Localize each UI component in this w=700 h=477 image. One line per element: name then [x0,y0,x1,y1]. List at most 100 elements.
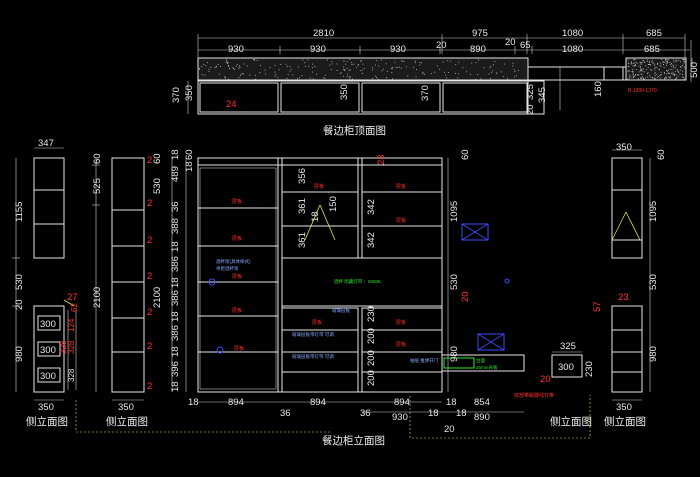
elev-v356: 356 [297,168,308,184]
side1-c300c: 300 [40,371,56,382]
elev-v23: 23 [376,154,387,165]
side2-n2d: 2 [147,271,152,282]
elev-h18a: 18 [170,149,181,160]
tag-10: 层板 [396,319,406,326]
elev-v230: 230 [366,306,377,322]
bot-930: 930 [392,412,408,423]
right-side-elevations: 325 300 230 20 350 60 1095 530 57 23 980… [540,142,667,428]
r-300: 300 [558,362,574,373]
side1-124: 124 [67,318,76,332]
elev-v342b: 342 [366,232,377,248]
bot-894a: 894 [228,397,244,408]
elev-v1095: 1095 [449,201,460,222]
side2-n2g: 2 [147,381,152,392]
green-note-3: 25mm背板 [476,364,498,371]
caption-side-4: 侧立面图 [604,415,646,428]
bot-36a: 36 [280,408,291,419]
side1-c300a: 300 [40,319,56,330]
elev-h60b: 60 [184,149,195,160]
tall-side-elevation: 60 525 2100 350 2 2 2 2 2 2 2 侧立面图 [92,153,152,428]
elev-v980: 980 [449,346,460,362]
tag-2: 层板 [232,235,242,242]
side1-328c: 328 [59,340,68,354]
elev-v60: 60 [460,149,471,160]
main-elevation: 60 530 2100 18 489 36 388 18 386 18 386 … [75,149,591,447]
tag-6: 层板 [314,183,324,190]
bot-894c: 894 [394,397,410,408]
top-view-plan: 2810 975 1080 685 930 930 930 20 890 20 … [171,28,700,137]
elev-h60: 60 [152,153,163,164]
elev-h386b: 386 [170,290,181,306]
elev-v20: 20 [460,291,471,302]
r-980: 980 [648,346,659,362]
elev-v530: 530 [449,274,460,290]
dim-20: 20 [525,104,536,115]
bot-20: 20 [444,424,455,435]
caption-elevation: 餐边柜立面图 [322,434,385,447]
elev-h18e: 18 [170,346,181,357]
dim-930-a: 930 [228,44,244,55]
elev-h386a: 386 [170,256,181,272]
elev-h18c: 18 [170,277,181,288]
r-1095: 1095 [648,201,659,222]
dim-685-b: 685 [644,44,660,55]
side2-n2e: 2 [147,307,152,318]
dim-1080: 1080 [562,28,583,39]
dim-24: 24 [226,99,237,110]
dim-350-b: 350 [339,84,350,100]
countertop-texture [199,59,686,80]
side2-h2100: 2100 [92,287,103,308]
side1-w347: 347 [38,138,54,149]
bot-18d: 18 [456,408,467,419]
tag-4: 层板 [232,307,242,314]
tag-11: 层板 [396,341,406,348]
dim-345: 345 [537,87,548,103]
side1-h20: 20 [14,299,25,310]
side1-h530: 530 [14,274,25,290]
elev-h18b: 18 [170,241,181,252]
elev-v200b: 200 [366,350,377,366]
dim-500: 500 [689,62,700,78]
r-w350b: 350 [616,402,632,413]
green-note-2: 台面 [476,357,485,364]
blue-note-2: 吊柜酒杯架 [216,265,239,272]
side2-w350: 350 [118,402,134,413]
shelf-note-1: 玻璃层板 [332,307,350,314]
dim-685: 685 [646,28,662,39]
side2-n2b: 2 [147,198,152,209]
side1-w350: 350 [38,402,54,413]
dim-20-a: 20 [436,40,447,51]
side1-27: 27 [67,292,78,303]
tag-5: 层板 [234,345,244,352]
dim-2810: 2810 [313,28,334,39]
elev-h36: 36 [170,201,181,212]
r-230: 230 [584,361,595,377]
side2-h60: 60 [92,153,103,164]
shelf-note-2: 玻璃层板带灯带 可调 [292,331,334,338]
bot-36b: 36 [360,408,371,419]
elev-v342a: 342 [366,199,377,215]
side2-h525: 525 [92,178,103,194]
dim-930-b: 930 [310,44,326,55]
r-23: 23 [618,292,629,303]
r-57: 57 [592,301,603,312]
side2-n2c: 2 [147,235,152,246]
caption-side-2: 侧立面图 [106,415,148,428]
elev-h388: 388 [170,218,181,234]
top-note: B:1280-1370 [628,88,657,94]
tag-9: 层板 [312,319,322,326]
bot-890: 890 [474,412,490,423]
red-note-bottom: 底部带踢脚线灯带 [514,392,554,399]
elev-h489: 489 [170,166,181,182]
r-w350a: 350 [616,142,632,153]
elev-v150: 150 [328,196,339,212]
side1-c300b: 300 [40,345,56,356]
side1-328b: 328 [67,368,76,382]
bot-894b: 894 [310,397,326,408]
tag-7: 层板 [396,183,406,190]
tag-3: 层板 [232,273,242,280]
bot-18a: 18 [188,397,199,408]
elev-v200c: 200 [366,370,377,386]
dim-325: 325 [525,84,536,100]
